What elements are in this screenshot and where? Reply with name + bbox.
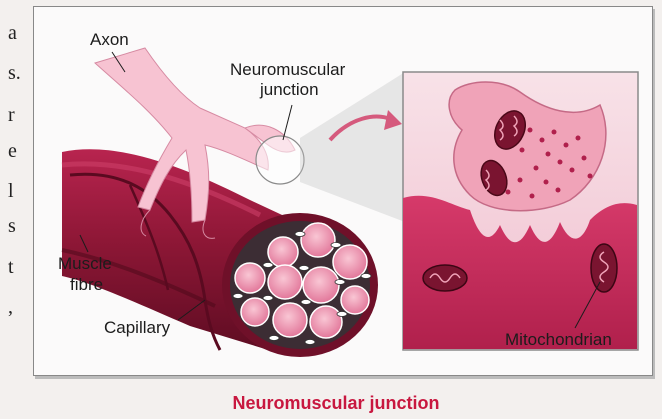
figure-caption: Neuromuscular junction xyxy=(196,393,476,414)
capillary-label: Capillary xyxy=(104,318,170,337)
neuromuscular-junction-label-line2: junction xyxy=(260,80,319,99)
axon-label: Axon xyxy=(90,30,129,49)
muscle-fibre-label-line2: fibre xyxy=(70,275,103,294)
inset-panel xyxy=(403,72,638,350)
junction-magnifier-circle xyxy=(256,136,304,184)
muscle-fibre-label-line1: Muscle xyxy=(58,254,112,273)
mitochondrian-label: Mitochondrian xyxy=(505,330,612,349)
neuromuscular-junction-label-line1: Neuromuscular xyxy=(230,60,345,79)
muscle-cross-section xyxy=(222,213,378,357)
